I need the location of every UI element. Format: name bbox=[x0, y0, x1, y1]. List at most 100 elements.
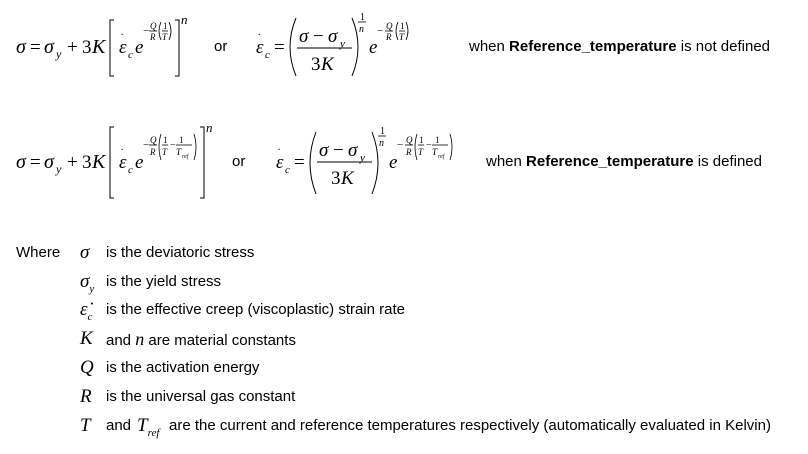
svg-text:n: n bbox=[206, 120, 213, 135]
svg-text:T: T bbox=[176, 147, 182, 157]
svg-text:σ: σ bbox=[348, 140, 358, 161]
svg-text:R: R bbox=[385, 32, 392, 42]
svg-text:=: = bbox=[30, 37, 41, 58]
svg-text:+: + bbox=[67, 152, 78, 173]
svg-text:σ: σ bbox=[319, 140, 329, 161]
svg-text:3: 3 bbox=[311, 54, 321, 75]
equation-row-defined-reference: σ = σ y + 3 K ε ˙ c e − Q R 1 T − 1 T re… bbox=[0, 112, 808, 207]
svg-text:y: y bbox=[55, 162, 62, 176]
condition-prefix: when bbox=[469, 38, 510, 55]
svg-text:K: K bbox=[91, 151, 107, 173]
symbol-t-ref: Tref bbox=[137, 415, 160, 439]
where-label: Where bbox=[16, 244, 61, 261]
definition-text: are the current and reference temperatur… bbox=[169, 417, 771, 434]
svg-text:y: y bbox=[55, 47, 62, 61]
symbol-t: T bbox=[80, 415, 91, 436]
condition-keyword: Reference_temperature bbox=[509, 38, 677, 55]
creep-law-formula-2: σ = σ y + 3 K ε ˙ c e − Q R 1 T − 1 T re… bbox=[16, 120, 453, 199]
svg-text:˙: ˙ bbox=[257, 30, 261, 45]
symbol-r: R bbox=[80, 386, 92, 407]
svg-text:T: T bbox=[162, 147, 168, 157]
definition-yield-stress: σy is the yield stress bbox=[80, 272, 800, 295]
svg-text:3: 3 bbox=[82, 37, 92, 58]
svg-text:T: T bbox=[162, 32, 168, 42]
svg-text:−: − bbox=[426, 140, 432, 151]
svg-text:1: 1 bbox=[419, 135, 424, 145]
svg-text:c: c bbox=[128, 49, 133, 61]
condition-suffix: is not defined bbox=[676, 38, 771, 55]
definition-text: are material constants bbox=[148, 332, 296, 349]
svg-text:K: K bbox=[340, 168, 355, 189]
svg-text:R: R bbox=[149, 32, 156, 42]
svg-text:1: 1 bbox=[435, 135, 440, 145]
definition-text: is the deviatoric stress bbox=[106, 244, 255, 261]
svg-text:1: 1 bbox=[163, 135, 168, 145]
svg-text:Q: Q bbox=[406, 135, 413, 145]
definition-deviatoric-stress: σ is the deviatoric stress bbox=[80, 243, 800, 263]
connector-and: and bbox=[106, 332, 132, 349]
svg-text:ε: ε bbox=[276, 152, 284, 173]
svg-text:˙: ˙ bbox=[120, 30, 124, 45]
definition-activation-energy: Q is the activation energy bbox=[80, 358, 800, 378]
svg-text:−: − bbox=[143, 139, 149, 151]
svg-text:−: − bbox=[397, 139, 403, 151]
svg-text:1: 1 bbox=[380, 126, 385, 137]
svg-text:e: e bbox=[135, 37, 143, 58]
definition-gas-constant: R is the universal gas constant bbox=[80, 387, 800, 407]
svg-text:−: − bbox=[313, 26, 324, 47]
svg-text:ε: ε bbox=[256, 37, 264, 58]
creep-law-formula-1: σ = σ y + 3 K ε ˙ c e − Q R 1 T n ε ˙ c … bbox=[16, 12, 409, 77]
svg-text:c: c bbox=[285, 164, 290, 176]
definition-text: is the yield stress bbox=[106, 273, 222, 290]
svg-text:σ: σ bbox=[16, 151, 27, 173]
svg-text:−: − bbox=[377, 25, 383, 37]
svg-text:e: e bbox=[369, 37, 377, 58]
svg-text:e: e bbox=[389, 152, 397, 173]
svg-text:+: + bbox=[67, 37, 78, 58]
svg-text:R: R bbox=[149, 147, 156, 157]
svg-text:ref: ref bbox=[438, 153, 446, 160]
svg-text:3: 3 bbox=[82, 152, 92, 173]
connector-and: and bbox=[106, 417, 132, 434]
equation-row-undefined-reference: σ = σ y + 3 K ε ˙ c e − Q R 1 T n ε ˙ c … bbox=[0, 0, 808, 90]
svg-text:˙: ˙ bbox=[277, 145, 281, 160]
svg-text:n: n bbox=[359, 24, 364, 35]
svg-text:ε: ε bbox=[119, 37, 127, 58]
condition-prefix: when bbox=[486, 153, 527, 170]
definition-text: is the universal gas constant bbox=[106, 388, 296, 405]
svg-text:σ: σ bbox=[299, 26, 309, 47]
definition-line: and n are material constants bbox=[106, 330, 296, 350]
svg-text:1: 1 bbox=[179, 135, 184, 145]
svg-text:˙: ˙ bbox=[120, 145, 124, 160]
svg-text:σ: σ bbox=[44, 36, 55, 58]
svg-text:T: T bbox=[399, 32, 405, 42]
svg-text:ε: ε bbox=[119, 152, 127, 173]
svg-text:T: T bbox=[432, 147, 438, 157]
svg-text:3: 3 bbox=[331, 168, 341, 189]
svg-text:Q: Q bbox=[386, 21, 393, 31]
svg-text:1: 1 bbox=[400, 21, 405, 31]
svg-text:1: 1 bbox=[360, 12, 365, 23]
symbol-epsilon-dot-c: ε̇c bbox=[80, 299, 93, 323]
symbol-n: n bbox=[135, 329, 145, 349]
svg-text:=: = bbox=[274, 37, 285, 58]
svg-text:Q: Q bbox=[150, 21, 157, 31]
svg-text:−: − bbox=[143, 25, 149, 37]
svg-text:K: K bbox=[320, 54, 335, 75]
symbol-sigma-y: σy bbox=[80, 271, 95, 295]
svg-text:1: 1 bbox=[163, 21, 168, 31]
svg-text:σ: σ bbox=[328, 26, 338, 47]
svg-text:T: T bbox=[418, 147, 424, 157]
symbol-q: Q bbox=[80, 357, 94, 378]
svg-text:y: y bbox=[359, 152, 365, 164]
svg-text:y: y bbox=[339, 38, 345, 50]
svg-text:Q: Q bbox=[150, 135, 157, 145]
or-label: or bbox=[232, 153, 246, 170]
or-label: or bbox=[214, 38, 228, 55]
definition-temperatures: T and Tref are the current and reference… bbox=[80, 415, 800, 439]
condition-text: when Reference_temperature is not define… bbox=[469, 38, 770, 55]
svg-text:σ: σ bbox=[16, 36, 27, 58]
svg-text:K: K bbox=[91, 36, 107, 58]
svg-text:σ: σ bbox=[44, 151, 55, 173]
svg-text:−: − bbox=[333, 140, 344, 161]
